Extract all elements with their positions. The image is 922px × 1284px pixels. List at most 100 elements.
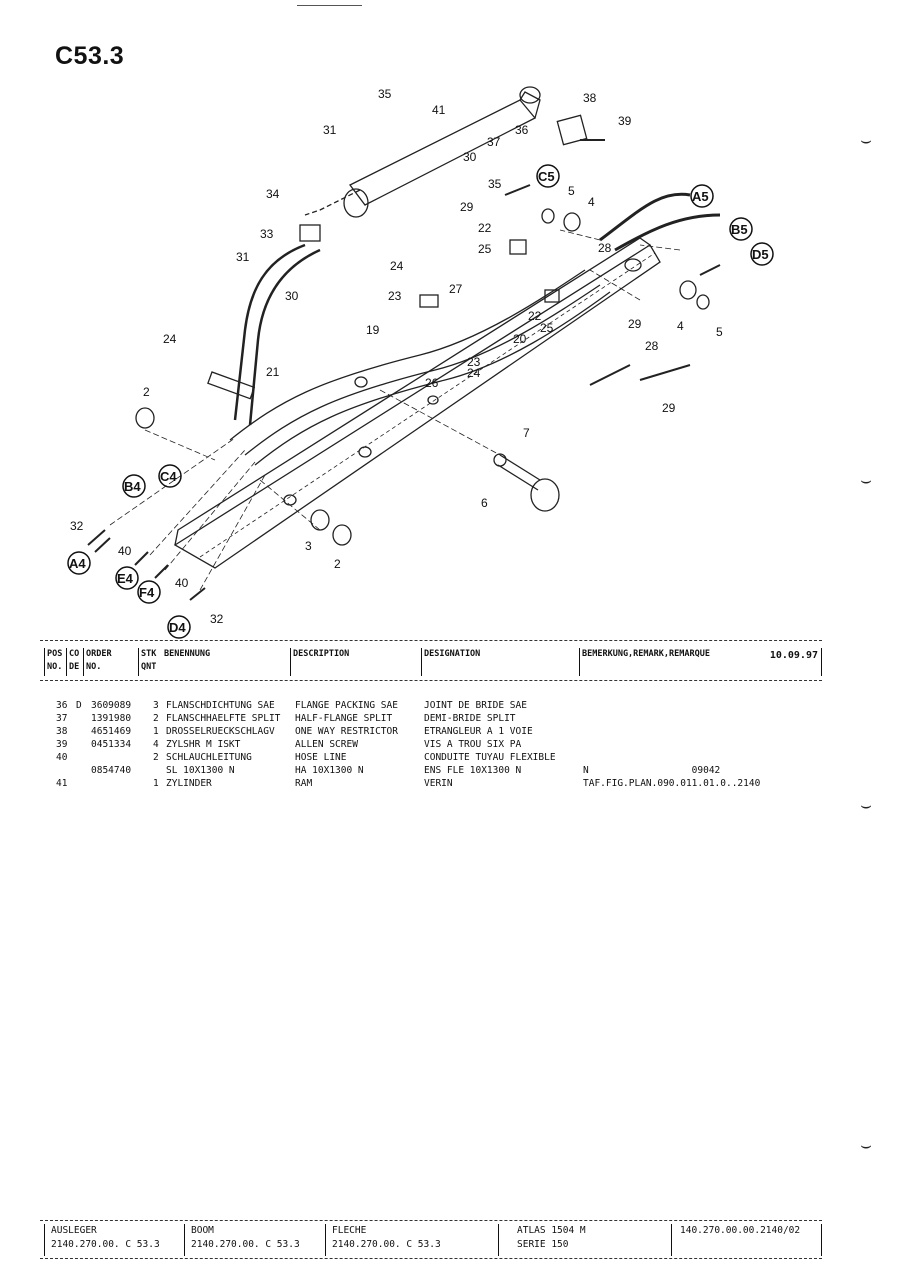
- pin-6: [497, 454, 541, 491]
- cell-en: ONE WAY RESTRICTOR: [295, 726, 398, 737]
- callout: 35: [488, 177, 502, 191]
- cell-de: SCHLAUCHLEITUNG: [166, 752, 252, 763]
- port-label-c5: C5: [536, 164, 560, 188]
- binding-mark: ⌣: [860, 470, 872, 491]
- binding-mark: ⌣: [860, 795, 872, 816]
- callout: 40: [175, 576, 189, 590]
- restrictor-valve: [556, 114, 588, 146]
- footer-plan-number: 140.270.00.00.2140/02: [671, 1224, 820, 1256]
- port-label-f4: F4: [137, 580, 161, 604]
- cell-de: FLANSCHDICHTUNG SAE: [166, 700, 275, 711]
- cell-en: FLANGE PACKING SAE: [295, 700, 398, 711]
- page-code: C53.3: [55, 42, 125, 70]
- cell-en: ALLEN SCREW: [295, 739, 358, 750]
- callout: 19: [366, 323, 380, 337]
- cell-fr: VIS A TROU SIX PA: [424, 739, 522, 750]
- top-rule: [297, 5, 362, 6]
- cell-en: RAM: [295, 778, 313, 789]
- cell-order: 4651469: [91, 726, 132, 737]
- svg-text:E4: E4: [117, 571, 134, 586]
- svg-text:C4: C4: [160, 469, 177, 484]
- boom-body: [173, 244, 661, 569]
- callout: 34: [266, 187, 280, 201]
- callout: 29: [662, 401, 676, 415]
- cell-pos: 36: [56, 700, 68, 711]
- cell-de: DROSSELRUECKSCHLAGV: [166, 726, 275, 737]
- port-label-d5: D5: [750, 242, 774, 266]
- port-label-b4: B4: [122, 474, 146, 498]
- cell-fr: ENS FLE 10X1300 N: [424, 765, 522, 776]
- cell-pos: 41: [56, 778, 68, 789]
- callout: 28: [598, 241, 612, 255]
- cell-pos: 39: [56, 739, 68, 750]
- cell-qty: 2: [153, 752, 159, 763]
- port-label-e4: E4: [115, 566, 139, 590]
- cell-remark: TAF.FIG.PLAN.090.011.01.0..2140: [583, 778, 761, 789]
- callout: 37: [487, 135, 501, 149]
- cell-de: ZYLSHR M ISKT: [166, 739, 241, 750]
- svg-text:B5: B5: [731, 222, 748, 237]
- callout: 35: [378, 87, 392, 101]
- cell-en: HALF-FLANGE SPLIT: [295, 713, 393, 724]
- callout: 7: [523, 426, 530, 440]
- cell-fr: JOINT DE BRIDE SAE: [424, 700, 527, 711]
- cell-de: ZYLINDER: [166, 778, 212, 789]
- port-label-c4: C4: [158, 464, 182, 488]
- callout: 21: [266, 365, 280, 379]
- cell-qty: 2: [153, 713, 159, 724]
- callout: 23: [467, 355, 481, 369]
- pipe-20: [244, 284, 601, 456]
- cell-en: HOSE LINE: [295, 752, 347, 763]
- svg-text:A5: A5: [692, 189, 709, 204]
- callout: 24: [163, 332, 177, 346]
- callout: 30: [463, 150, 477, 164]
- port-label-a4: A4: [67, 551, 91, 575]
- cell-qty: 1: [153, 726, 159, 737]
- callout: 29: [628, 317, 642, 331]
- callout: 24: [390, 259, 404, 273]
- header-top-rule: [40, 640, 822, 641]
- cell-de: SL 10X1300 N: [166, 765, 235, 776]
- cell-qty: 4: [153, 739, 159, 750]
- cell-en: HA 10X1300 N: [295, 765, 364, 776]
- callout: 6: [481, 496, 488, 510]
- callout: 20: [513, 332, 527, 346]
- callout: 36: [515, 123, 529, 137]
- svg-text:A4: A4: [69, 556, 86, 571]
- cell-pos: 40: [56, 752, 68, 763]
- exploded-parts-diagram: 35 41 38 39 31 36 37 30 35 29 5 4 22 25 …: [67, 86, 774, 639]
- callout: 2: [143, 385, 150, 399]
- callout: 31: [323, 123, 337, 137]
- binding-mark: ⌣: [860, 1135, 872, 1156]
- cell-order: 3609089: [91, 700, 132, 711]
- cell-pos: 38: [56, 726, 68, 737]
- cell-remark: N 09042: [583, 765, 721, 776]
- cell-fr: DEMI-BRIDE SPLIT: [424, 713, 516, 724]
- col-description: DESCRIPTION: [290, 648, 421, 676]
- callout: 39: [618, 114, 632, 128]
- cell-fr: ETRANGLEUR A 1 VOIE: [424, 726, 533, 737]
- svg-text:D4: D4: [169, 620, 186, 635]
- col-designation: DESIGNATION: [421, 648, 579, 676]
- callout: 31: [236, 250, 250, 264]
- port-label-b5: B5: [729, 217, 753, 241]
- callout: 40: [118, 544, 132, 558]
- callout: 30: [285, 289, 299, 303]
- col-benennung: BENENNUNG: [164, 649, 211, 659]
- callout: 32: [210, 612, 224, 626]
- footer-top-rule: [40, 1220, 822, 1221]
- cell-de: FLANSCHHAELFTE SPLIT: [166, 713, 281, 724]
- callout: 2: [334, 557, 341, 571]
- cell-order: 0854740: [91, 765, 132, 776]
- callout: 5: [716, 325, 723, 339]
- callout: 32: [70, 519, 84, 533]
- hose-31: [233, 243, 306, 421]
- callout: 33: [260, 227, 274, 241]
